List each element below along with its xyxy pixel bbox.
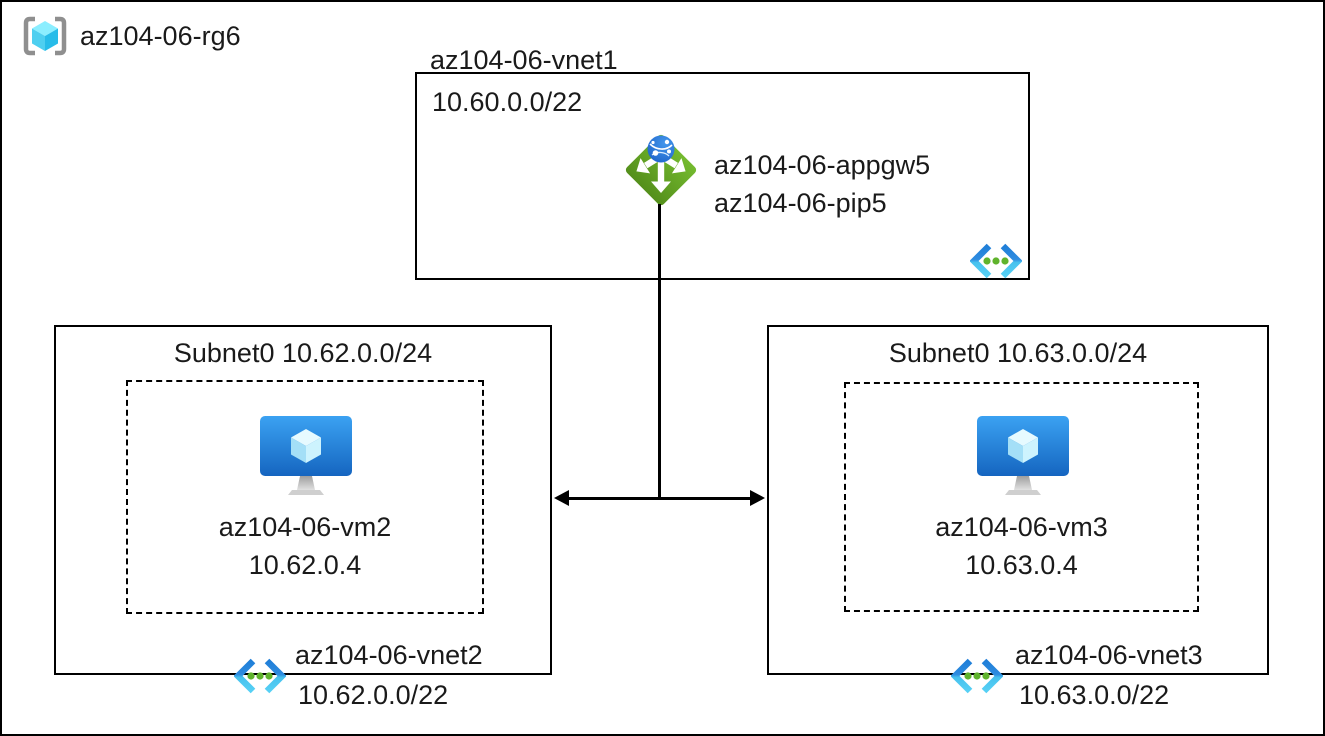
application-gateway-icon xyxy=(619,128,703,212)
virtual-network-icon xyxy=(233,658,287,694)
vnet2-subnet-frame: az104-06-vm2 10.62.0.4 xyxy=(126,380,484,614)
vnet3-subnet-frame: az104-06-vm3 10.63.0.4 xyxy=(844,382,1199,612)
vm2-name-label: az104-06-vm2 xyxy=(218,512,392,542)
virtual-machine-icon xyxy=(975,414,1071,500)
vnet1-address: 10.60.0.0/22 xyxy=(432,87,583,117)
vnet2-subnet-title: Subnet0 10.62.0.0/24 xyxy=(173,338,433,368)
resource-group-label: az104-06-rg6 xyxy=(80,21,241,51)
vnet1-box: az104-06-vnet1 10.60.0.0/22 xyxy=(415,45,1030,280)
vm2-ip-label: 10.62.0.4 xyxy=(248,550,362,580)
vm2-labels: az104-06-vm2 10.62.0.4 xyxy=(128,508,482,584)
virtual-network-icon xyxy=(950,658,1004,694)
resource-group-header: az104-06-rg6 xyxy=(22,16,241,56)
vnet3-name-label: az104-06-vnet3 xyxy=(1015,640,1203,670)
vnet3-subnet-title: Subnet0 10.63.0.0/24 xyxy=(888,338,1148,368)
vnet2-name-label: az104-06-vnet2 xyxy=(295,640,483,670)
appgw-labels: az104-06-appgw5 az104-06-pip5 xyxy=(714,146,930,222)
vnet3-box: Subnet0 10.63.0.0/24 az104-06-vm3 10.63.… xyxy=(767,325,1269,710)
appgw-connector-line xyxy=(658,204,661,500)
virtual-network-icon xyxy=(969,243,1023,279)
arrowhead-right-icon xyxy=(750,490,765,506)
vm3-ip-label: 10.63.0.4 xyxy=(965,550,1078,580)
appgw-name-label: az104-06-appgw5 xyxy=(714,150,931,180)
vnet2-address-label: 10.62.0.0/22 xyxy=(298,680,449,710)
vm3-labels: az104-06-vm3 10.63.0.4 xyxy=(846,508,1197,584)
resource-group-icon xyxy=(22,16,68,56)
pip-name-label: az104-06-pip5 xyxy=(714,188,887,218)
vnet3-address-label: 10.63.0.0/22 xyxy=(1019,680,1170,710)
arrowhead-left-icon xyxy=(554,490,569,506)
vnet1-title: az104-06-vnet1 xyxy=(430,45,618,75)
virtual-machine-icon xyxy=(258,414,354,500)
peering-connector-line xyxy=(567,497,752,500)
vnet2-box: Subnet0 10.62.0.0/24 az104-06-vm2 10.62.… xyxy=(54,325,552,710)
vm3-name-label: az104-06-vm3 xyxy=(935,512,1108,542)
